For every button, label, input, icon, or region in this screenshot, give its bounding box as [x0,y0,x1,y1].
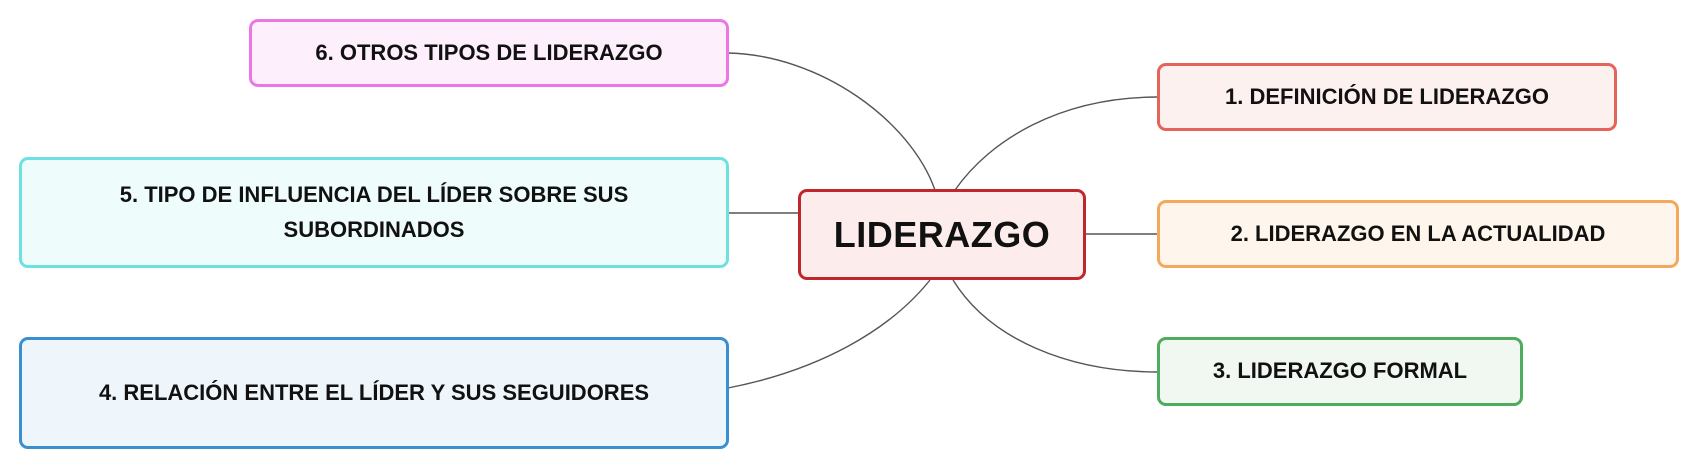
topic-otros[interactable]: 6. OTROS TIPOS DE LIDERAZGO [249,19,729,87]
connector-6 [727,52,936,191]
connector-1 [954,96,1159,191]
connector-4 [727,279,931,389]
topic-definicion[interactable]: 1. DEFINICIÓN DE LIDERAZGO [1157,63,1617,131]
topic-influencia[interactable]: 5. TIPO DE INFLUENCIA DEL LÍDER SOBRE SU… [19,157,729,268]
topic-formal[interactable]: 3. LIDERAZGO FORMAL [1157,337,1523,406]
connector-3 [952,279,1159,373]
topic-relacion[interactable]: 4. RELACIÓN ENTRE EL LÍDER Y SUS SEGUIDO… [19,337,729,449]
central-topic[interactable]: LIDERAZGO [798,189,1086,280]
topic-actualidad[interactable]: 2. LIDERAZGO EN LA ACTUALIDAD [1157,200,1679,268]
